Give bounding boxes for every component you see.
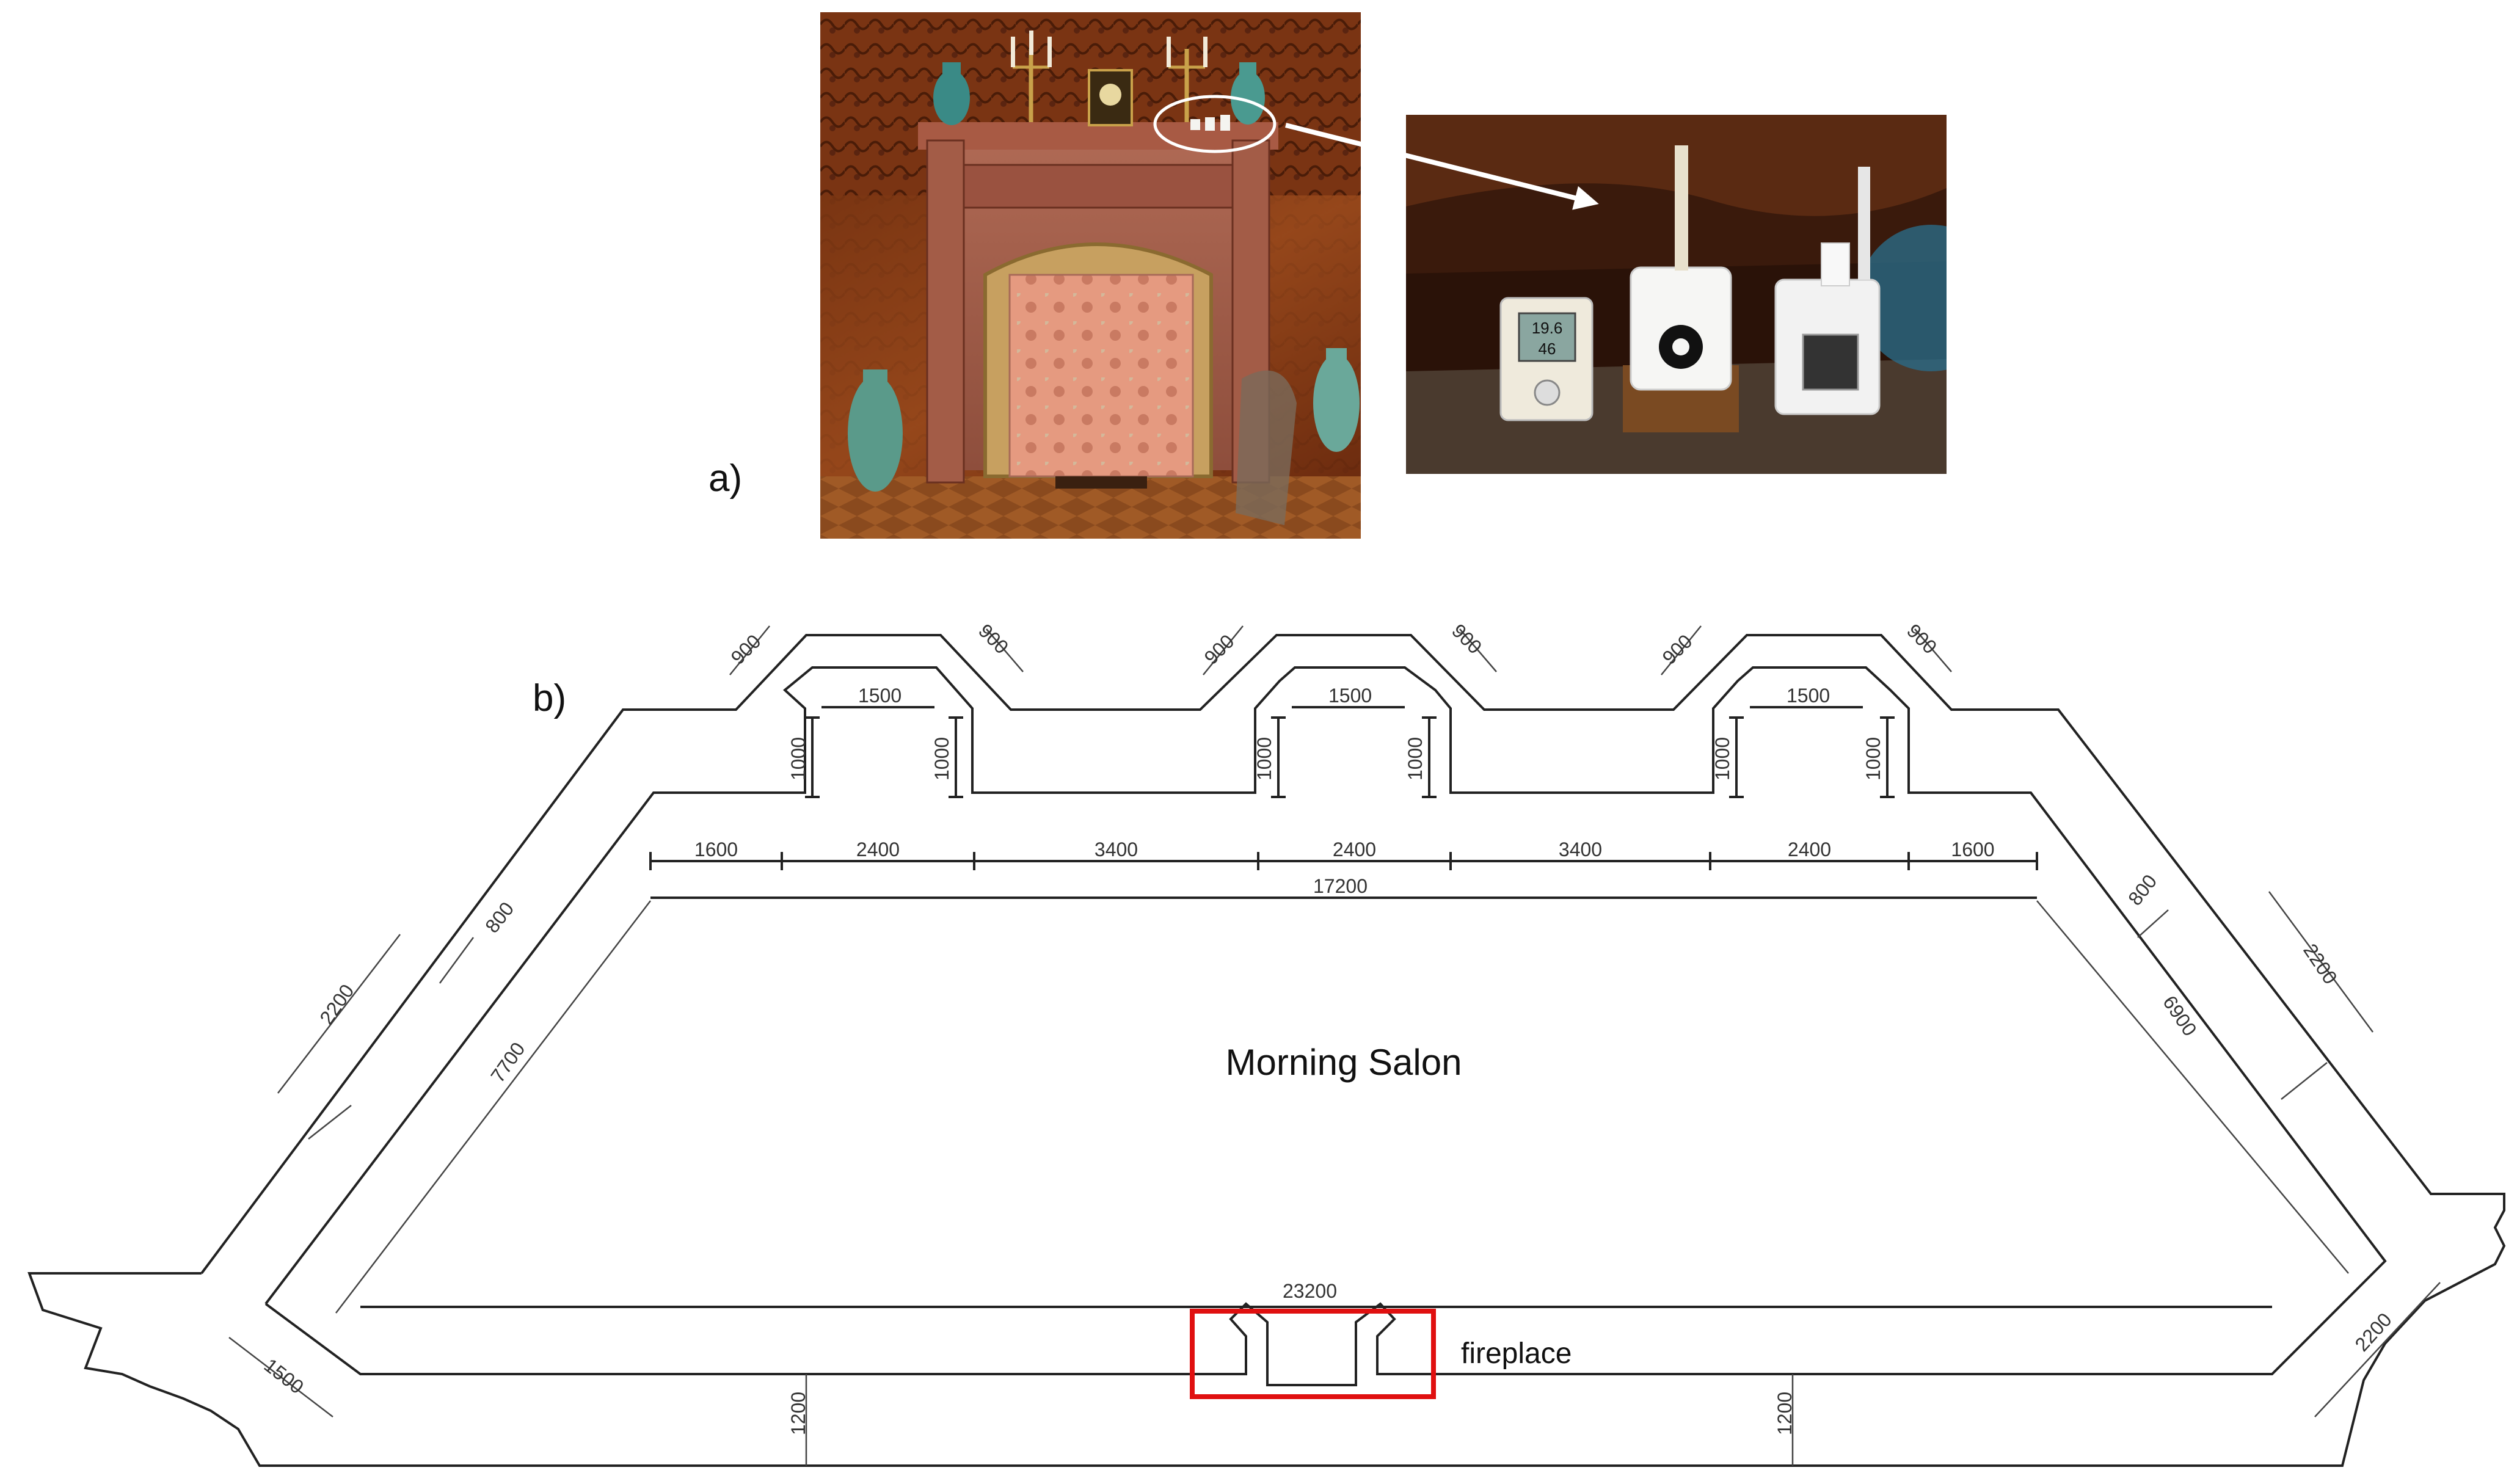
dim-bay-depth: 1000 xyxy=(1862,737,1884,780)
outer-wall xyxy=(27,634,2506,1467)
dim-bottom-wall-left: 1200 xyxy=(787,1392,809,1435)
dim-right-window-lower: 2200 xyxy=(2350,1309,2395,1356)
fireplace-highlight-box xyxy=(1190,1309,1436,1399)
dim-left-diagonal: 7700 xyxy=(486,1038,529,1086)
dim-top-total: 17200 xyxy=(1313,875,1368,897)
window-break xyxy=(439,937,475,984)
dim-bay-opening-3: 1500 xyxy=(1787,685,1830,707)
left-diagonal-dim-line xyxy=(335,900,651,1314)
sensors-closeup-photo: 19.6 46 xyxy=(1406,115,1947,474)
dim-bay-opening-1: 1500 xyxy=(858,685,902,707)
top-segments-dim-line xyxy=(360,860,2272,1308)
window-break xyxy=(2137,909,2169,938)
panel-b-label: b) xyxy=(533,677,567,719)
dim-top-segment: 3400 xyxy=(1095,838,1138,860)
inner-wall xyxy=(264,666,2387,1386)
sensor-highlight-ellipse xyxy=(1153,95,1277,153)
top-segment-labels: 1600 2400 3400 2400 3400 2400 1600 xyxy=(694,838,1995,860)
right-window-dim-line xyxy=(2268,891,2374,1033)
connector-arrow xyxy=(1285,123,1599,210)
window-break xyxy=(308,1105,352,1140)
panel-a-label: a) xyxy=(708,457,743,500)
sensors-closeup-drawing: 19.6 46 xyxy=(1406,115,1947,474)
dim-left-window: 2200 xyxy=(315,980,358,1028)
dim-top-segment: 2400 xyxy=(856,838,900,860)
dim-chamfer: 900 xyxy=(726,630,765,669)
left-window-dim-line xyxy=(277,934,401,1094)
left-corner-dim-line xyxy=(228,1337,333,1417)
top-segment-ticks xyxy=(649,852,2038,870)
dim-bay-depth: 1000 xyxy=(1711,737,1733,780)
logger-display-line2: 46 xyxy=(1539,340,1556,358)
dim-top-segment: 2400 xyxy=(1333,838,1376,860)
dim-top-segment: 2400 xyxy=(1788,838,1831,860)
chamfer-dims xyxy=(729,625,1952,675)
dim-top-segment: 1600 xyxy=(694,838,738,860)
dim-chamfer: 900 xyxy=(1200,630,1238,669)
fireplace-photo xyxy=(820,12,1361,539)
right-diagonal-dim-line xyxy=(2036,900,2349,1274)
dim-top-segment: 1600 xyxy=(1951,838,1994,860)
window-break xyxy=(2281,1062,2328,1100)
dim-bay-opening-2: 1500 xyxy=(1328,685,1372,707)
dim-chamfer: 900 xyxy=(1658,630,1696,669)
dim-top-segment: 3400 xyxy=(1559,838,1602,860)
logger-display-line1: 19.6 xyxy=(1532,319,1563,337)
dim-side-wall-left: 800 xyxy=(481,898,518,937)
bay-depth-dims xyxy=(805,716,1895,798)
dim-right-diagonal: 6900 xyxy=(2158,992,2201,1040)
dim-bay-depth: 1000 xyxy=(787,737,809,780)
dim-bottom-wall-right: 1200 xyxy=(1774,1392,1796,1435)
dim-bay-depth: 1000 xyxy=(1253,737,1275,780)
fireplace-photo-drawing xyxy=(820,12,1361,539)
fireplace-label: fireplace xyxy=(1461,1337,1572,1370)
dim-bay-depth: 1000 xyxy=(931,737,953,780)
dim-side-wall-right: 800 xyxy=(2124,870,2161,909)
right-lower-window-dim-line xyxy=(2314,1282,2441,1417)
dim-bay-depth: 1000 xyxy=(1404,737,1426,780)
room-name-label: Morning Salon xyxy=(1226,1042,1462,1083)
dim-bottom-total: 23200 xyxy=(1283,1280,1337,1302)
